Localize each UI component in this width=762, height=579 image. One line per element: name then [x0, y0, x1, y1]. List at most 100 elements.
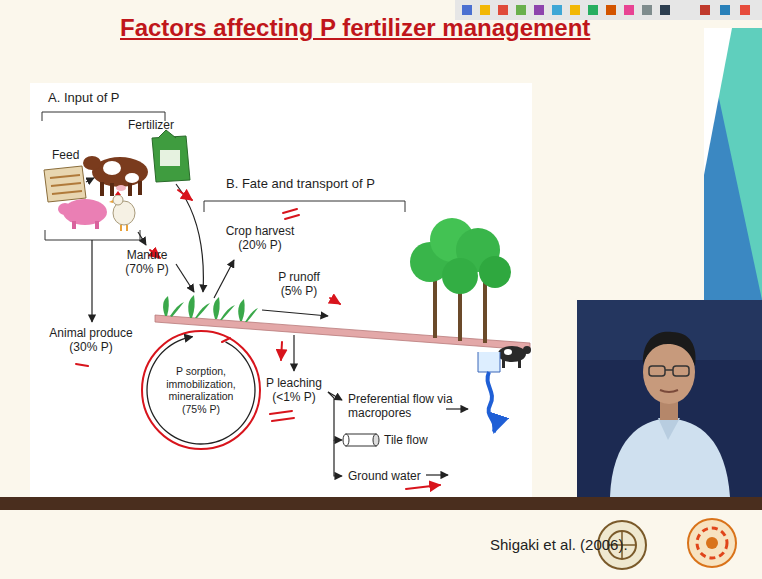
fertilizer-bag — [152, 130, 190, 182]
flow-arrows — [91, 240, 92, 322]
crop-plants — [170, 302, 184, 317]
cycle-node: P sorption, immobilization, mineralizati… — [143, 332, 259, 448]
pen-annotations — [283, 209, 299, 219]
cow-icon — [83, 156, 148, 196]
presenter-video — [649, 366, 665, 376]
trees — [433, 280, 437, 338]
pig-icon — [58, 203, 72, 215]
toolbar — [480, 5, 490, 15]
flow-label: Manure (70% P) — [118, 248, 176, 276]
grazing-cow — [498, 346, 531, 368]
cow-icon — [100, 182, 104, 196]
pig-icon — [58, 199, 107, 229]
brackets — [42, 112, 405, 240]
flow-arrows — [176, 184, 203, 292]
presenter-video — [660, 390, 678, 392]
brackets — [204, 201, 405, 212]
flow-arrows — [334, 440, 342, 476]
trees — [410, 218, 511, 343]
pen-annotations — [406, 485, 440, 489]
chicken-icon — [121, 225, 127, 231]
toolbar — [498, 5, 508, 15]
pen-annotations — [330, 298, 340, 304]
cow-icon — [128, 183, 132, 196]
bottom-bar — [0, 497, 762, 510]
drain-water — [487, 372, 494, 432]
flow-arrows — [138, 232, 146, 245]
crop-plants — [163, 296, 169, 316]
flow-arrows — [86, 178, 468, 476]
toolbar — [720, 5, 730, 15]
presenter-video — [665, 369, 673, 371]
section-heading: A. Input of P — [48, 90, 120, 106]
cow-icon — [110, 183, 114, 196]
toolbar — [642, 5, 652, 15]
nptel-logo — [706, 537, 718, 549]
pathway-label: Tile flow — [384, 433, 428, 447]
pathway-label: Ground water — [348, 469, 421, 483]
trees — [483, 282, 487, 343]
node-text: P sorption, immobilization, mineralizati… — [159, 365, 243, 415]
toolbar — [516, 5, 526, 15]
presenter-video — [577, 300, 762, 497]
crop-plants — [245, 308, 258, 322]
input-label: Fertilizer — [128, 118, 174, 132]
cycle-arrow-path — [147, 337, 255, 444]
feed-bag — [44, 166, 86, 202]
presenter-video — [577, 300, 762, 497]
crop-plants — [213, 297, 219, 319]
nptel-logo — [688, 519, 736, 567]
flow-arrows — [262, 310, 328, 316]
cow-icon — [125, 173, 139, 183]
flow-arrows — [176, 264, 194, 292]
toolbar — [740, 5, 750, 15]
grazing-cow — [523, 346, 531, 354]
toolbar — [462, 5, 472, 15]
presenter-video — [643, 332, 696, 366]
cow-icon — [83, 156, 101, 170]
flow-label: Crop harvest (20% P) — [220, 224, 300, 252]
brackets — [45, 230, 140, 240]
cow-icon — [116, 185, 126, 191]
toolbar — [660, 5, 670, 15]
flow-arrows — [446, 408, 468, 409]
tile-pipe — [343, 434, 379, 446]
slide-title: Factors affecting P fertilizer managemen… — [120, 14, 590, 42]
flow-arrows — [214, 260, 234, 298]
feed-bag — [44, 166, 86, 202]
toolbar — [700, 5, 710, 15]
toolbar — [588, 5, 598, 15]
diagram-panel — [30, 83, 532, 497]
tile-pipe — [346, 434, 376, 446]
chicken-icon — [115, 191, 121, 195]
chicken-icon — [109, 200, 113, 203]
crop-plants — [188, 295, 194, 318]
cow-icon — [103, 161, 121, 175]
presenter-video — [610, 418, 730, 497]
pen-annotations — [76, 364, 88, 366]
pathway-label: Preferential flow via macropores — [348, 392, 458, 420]
source-caption: Shigaki et al. (2006). — [490, 536, 628, 554]
right-decoration — [704, 28, 762, 300]
presenter-video — [658, 418, 680, 440]
flow-arrows — [86, 178, 94, 182]
flow-label: P runoff (5% P) — [268, 270, 330, 298]
diagram-panel — [30, 83, 532, 497]
pen-annotations — [142, 331, 260, 449]
grazing-cow — [502, 359, 505, 368]
drain-water — [478, 352, 500, 372]
toolbar — [570, 5, 580, 15]
feed-bag — [50, 175, 82, 194]
grazing-cow — [518, 359, 521, 368]
bottom-bar — [0, 497, 762, 510]
trees — [479, 256, 511, 288]
pen-annotations — [281, 342, 282, 360]
crop-plants — [195, 303, 210, 318]
chicken-icon — [113, 195, 123, 205]
crop-plants — [238, 299, 244, 321]
presenter-video — [673, 366, 689, 376]
grazing-cow — [504, 349, 512, 355]
flow-label: P leaching (<1% P) — [263, 376, 325, 404]
pig-icon — [72, 221, 76, 229]
pen-annotations — [270, 411, 294, 421]
